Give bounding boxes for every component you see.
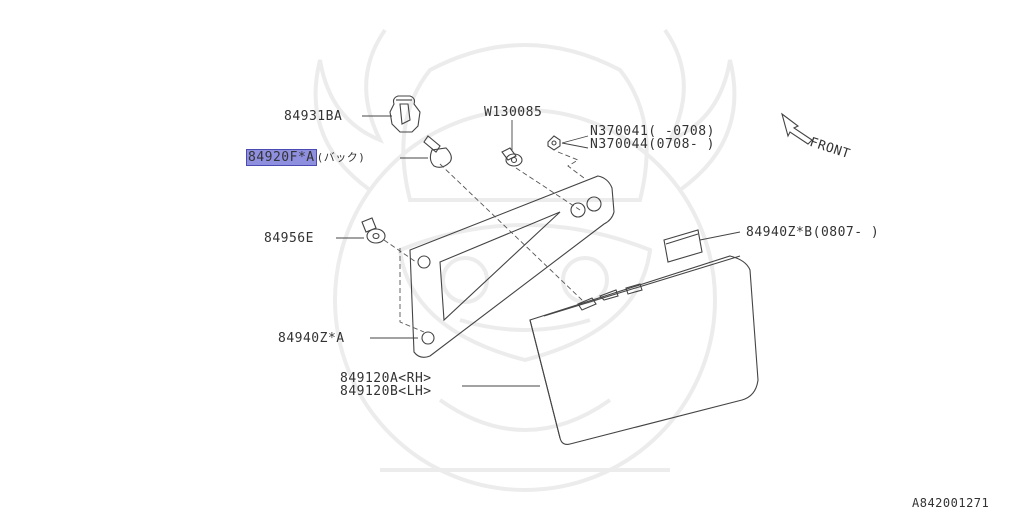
part-label-84920f-suffix: (バック) (316, 151, 366, 164)
nut-icon (547, 135, 561, 151)
assembly-lines (383, 151, 585, 333)
grommet-icon (361, 217, 386, 244)
gasket-b-icon (663, 229, 703, 263)
bulb-icon (423, 135, 452, 168)
watermark-logo (313, 28, 737, 492)
washer-icon (501, 147, 523, 167)
part-label-n370044[interactable]: N370044(0708- ) (590, 137, 715, 152)
gasket-a-icon (409, 175, 615, 358)
part-label-84940z-b[interactable]: 84940Z*B(0807- ) (746, 225, 880, 240)
part-label-849120b[interactable]: 849120B<LH> (340, 384, 432, 399)
part-label-84920f-highlighted[interactable]: 84920F*A (246, 149, 317, 166)
diagram-code: A842001271 (912, 496, 990, 510)
lamp-icon (529, 255, 759, 445)
bulb-socket-icon (389, 95, 421, 133)
part-label-84940z-a[interactable]: 84940Z*A (278, 331, 345, 346)
leader-lines (336, 115, 741, 387)
part-label-849120a[interactable]: 849120A<RH> (340, 371, 432, 386)
part-label-84920f-row: 84920F*A(バック) (246, 149, 366, 166)
part-label-84931ba[interactable]: 84931BA (284, 109, 343, 124)
front-arrow-icon (781, 112, 813, 145)
part-label-w130085[interactable]: W130085 (484, 105, 543, 120)
part-label-n370041[interactable]: N370041( -0708) (590, 124, 715, 139)
part-label-84956e[interactable]: 84956E (264, 231, 314, 246)
